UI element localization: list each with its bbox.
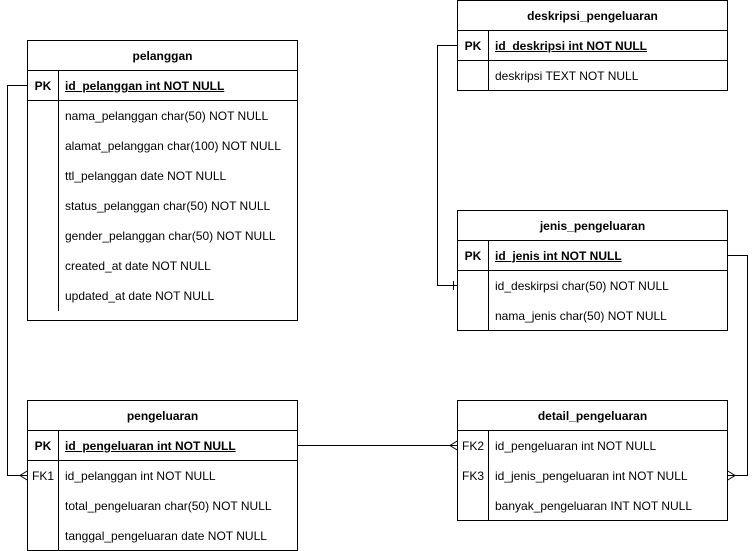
key-label xyxy=(458,61,488,91)
crowfoot-fk1 xyxy=(19,470,29,481)
field-row[interactable]: ttl_pelanggan date NOT NULL xyxy=(28,161,297,191)
table-pelanggan[interactable]: pelanggan PK id_pelanggan int NOT NULL n… xyxy=(27,40,298,321)
table-detail-pengeluaran[interactable]: detail_pengeluaran FK2 id_pengeluaran in… xyxy=(457,400,728,521)
fk-label: FK2 xyxy=(461,439,484,453)
pk-row[interactable]: PK id_jenis int NOT NULL xyxy=(458,241,727,271)
field-row[interactable]: created_at date NOT NULL xyxy=(28,251,297,281)
pk-row[interactable]: PK id_pengeluaran int NOT NULL xyxy=(28,431,297,461)
crowfoot-fk2 xyxy=(449,440,459,451)
field-name: deskripsi TEXT NOT NULL xyxy=(495,69,639,83)
field-name: updated_at date NOT NULL xyxy=(65,289,215,303)
field-row[interactable]: nama_jenis char(50) NOT NULL xyxy=(458,301,727,331)
pk-label: PK xyxy=(464,39,482,53)
field-name: id_deskirpsi char(50) NOT NULL xyxy=(495,279,669,293)
table-deskripsi-pengeluaran[interactable]: deskripsi_pengeluaran PK id_deskripsi in… xyxy=(457,0,728,91)
connector-pelanggan-pengeluaran xyxy=(7,85,28,476)
table-pengeluaran[interactable]: pengeluaran PK id_pengeluaran int NOT NU… xyxy=(27,400,298,551)
pk-label: PK xyxy=(464,249,482,263)
pk-row[interactable]: PK id_deskripsi int NOT NULL xyxy=(458,31,727,61)
field-name: id_jenis_pengeluaran int NOT NULL xyxy=(495,469,688,483)
field-name: nama_pelanggan char(50) NOT NULL xyxy=(65,109,269,123)
pk-row[interactable]: PK id_pelanggan int NOT NULL xyxy=(28,71,297,101)
field-row[interactable]: updated_at date NOT NULL xyxy=(28,281,297,311)
table-title: pelanggan xyxy=(28,41,297,71)
connector-jenis-detail xyxy=(727,255,748,476)
field-row[interactable]: total_pengeluaran char(50) NOT NULL xyxy=(28,491,297,521)
field-name: gender_pelanggan char(50) NOT NULL xyxy=(65,229,276,243)
field-row[interactable]: banyak_pengeluaran INT NOT NULL xyxy=(458,491,727,521)
field-row[interactable]: FK3 id_jenis_pengeluaran int NOT NULL xyxy=(458,461,727,491)
field-name: tanggal_pengeluaran date NOT NULL xyxy=(65,529,267,543)
table-title: jenis_pengeluaran xyxy=(458,211,727,241)
field-row[interactable]: nama_pelanggan char(50) NOT NULL xyxy=(28,101,297,131)
field-name: ttl_pelanggan date NOT NULL xyxy=(65,169,227,183)
field-row[interactable]: FK2 id_pengeluaran int NOT NULL xyxy=(458,431,727,461)
field-name: total_pengeluaran char(50) NOT NULL xyxy=(65,499,272,513)
field-row[interactable]: deskripsi TEXT NOT NULL xyxy=(458,61,727,91)
fk-label: FK3 xyxy=(461,469,484,483)
field-name: banyak_pengeluaran INT NOT NULL xyxy=(495,499,693,513)
pk-field: id_pengeluaran int NOT NULL xyxy=(65,439,236,453)
field-row[interactable]: id_deskirpsi char(50) NOT NULL xyxy=(458,271,727,301)
fk-label: FK1 xyxy=(31,469,54,483)
field-row[interactable]: tanggal_pengeluaran date NOT NULL xyxy=(28,521,297,551)
pk-label: PK xyxy=(34,79,52,93)
table-title: pengeluaran xyxy=(28,401,297,431)
field-name: alamat_pelanggan char(100) NOT NULL xyxy=(65,139,281,153)
field-row[interactable]: FK1 id_pelanggan int NOT NULL xyxy=(28,461,297,491)
pk-label: PK xyxy=(34,439,52,453)
pk-field: id_deskripsi int NOT NULL xyxy=(495,39,648,53)
table-jenis-pengeluaran[interactable]: jenis_pengeluaran PK id_jenis int NOT NU… xyxy=(457,210,728,331)
table-title: detail_pengeluaran xyxy=(458,401,727,431)
field-name: id_pengeluaran int NOT NULL xyxy=(495,439,657,453)
table-title: deskripsi_pengeluaran xyxy=(458,1,727,31)
field-row[interactable]: alamat_pelanggan char(100) NOT NULL xyxy=(28,131,297,161)
field-name: id_pelanggan int NOT NULL xyxy=(65,469,216,483)
field-row[interactable]: gender_pelanggan char(50) NOT NULL xyxy=(28,221,297,251)
pk-field: id_pelanggan int NOT NULL xyxy=(65,79,225,93)
connector-deskripsi-jenis xyxy=(437,45,458,286)
field-name: created_at date NOT NULL xyxy=(65,259,211,273)
field-row[interactable]: status_pelanggan char(50) NOT NULL xyxy=(28,191,297,221)
field-name: nama_jenis char(50) NOT NULL xyxy=(495,309,667,323)
pk-field: id_jenis int NOT NULL xyxy=(495,249,622,263)
crowfoot-fk3 xyxy=(726,470,736,481)
field-name: status_pelanggan char(50) NOT NULL xyxy=(65,199,271,213)
